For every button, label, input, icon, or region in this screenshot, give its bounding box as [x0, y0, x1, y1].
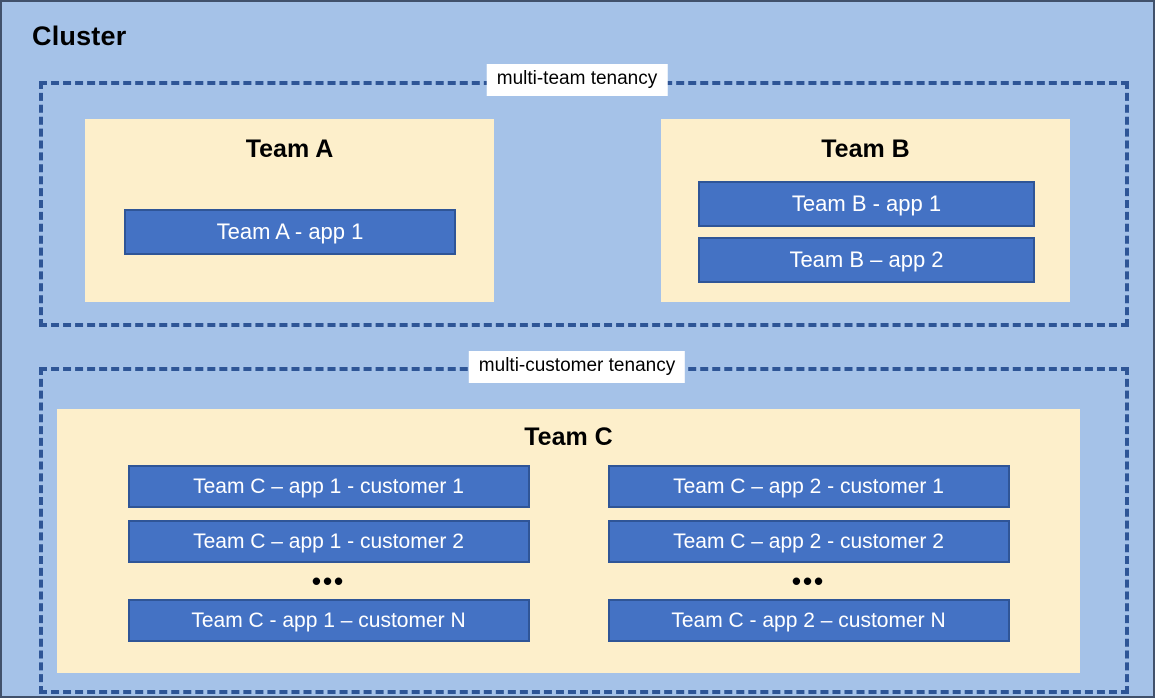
- app-grid-team-c: Team C – app 1 - customer 1 Team C – app…: [57, 465, 1080, 642]
- app-box-team-c-app-2-customer-1[interactable]: Team C – app 2 - customer 1: [607, 465, 1010, 508]
- team-title-team-a: Team A: [245, 135, 334, 163]
- team-title-team-b: Team B: [821, 135, 910, 163]
- team-panel-team-c: Team C Team C – app 1 - customer 1 Team …: [57, 409, 1080, 673]
- tenancy-label-multi-team: multi-team tenancy: [486, 64, 668, 96]
- app-box-team-b-app-1[interactable]: Team B - app 1: [698, 181, 1035, 227]
- app-box-team-a-app-1[interactable]: Team A - app 1: [124, 209, 456, 255]
- app-box-team-c-app-2-customer-n[interactable]: Team C - app 2 – customer N: [607, 599, 1010, 642]
- app-box-team-c-app-1-customer-1[interactable]: Team C – app 1 - customer 1: [127, 465, 530, 508]
- app-list-team-b: Team B - app 1 Team B – app 2: [698, 181, 1035, 283]
- app-column-team-c-app-1: Team C – app 1 - customer 1 Team C – app…: [127, 465, 530, 642]
- team-panel-team-b: Team B Team B - app 1 Team B – app 2: [661, 119, 1070, 302]
- app-box-team-b-app-2[interactable]: Team B – app 2: [698, 237, 1035, 283]
- team-title-team-c: Team C: [524, 423, 613, 451]
- app-list-team-a: Team A - app 1: [124, 209, 456, 255]
- page-title: Cluster: [32, 21, 127, 51]
- app-box-team-c-app-2-customer-2[interactable]: Team C – app 2 - customer 2: [607, 520, 1010, 563]
- ellipsis-team-c-app-2: •••: [791, 565, 826, 596]
- app-box-team-c-app-1-customer-n[interactable]: Team C - app 1 – customer N: [127, 599, 530, 642]
- team-panel-team-a: Team A Team A - app 1: [85, 119, 494, 302]
- app-column-team-c-app-2: Team C – app 2 - customer 1 Team C – app…: [607, 465, 1010, 642]
- app-box-team-c-app-1-customer-2[interactable]: Team C – app 1 - customer 2: [127, 520, 530, 563]
- ellipsis-team-c-app-1: •••: [311, 565, 346, 596]
- tenancy-label-multi-customer: multi-customer tenancy: [468, 351, 686, 383]
